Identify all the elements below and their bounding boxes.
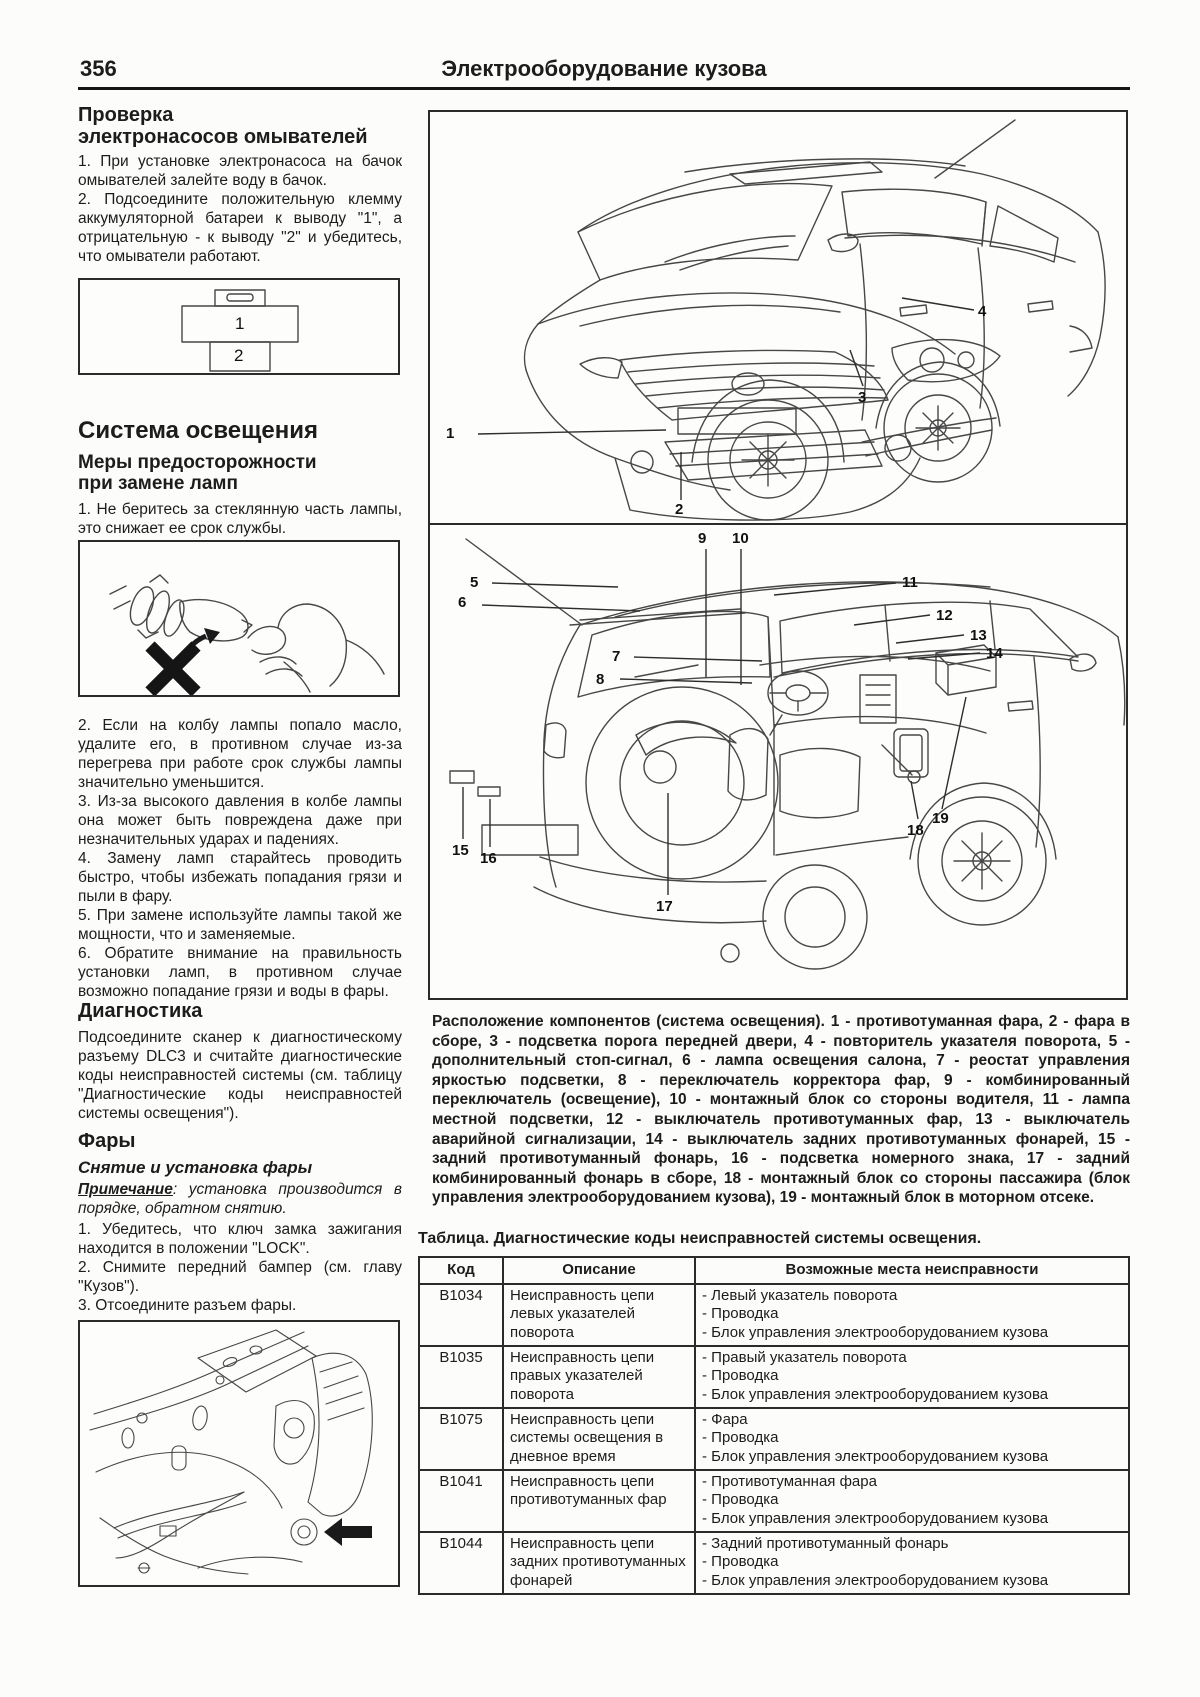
callout-label-3: 3 xyxy=(858,389,867,406)
headlight-removal-steps: 1. Убедитесь, что ключ замка зажигания н… xyxy=(78,1220,402,1315)
washer-section-text: 1. При установке электронасоса на бачок … xyxy=(78,152,402,266)
note-label: Примечание xyxy=(78,1181,173,1198)
car-rear-callout-leaders xyxy=(462,549,981,895)
column-header-description: Описание xyxy=(502,1256,696,1285)
page-title: Электрооборудование кузова xyxy=(441,56,767,81)
column-header-locations: Возможные места неисправности xyxy=(694,1256,1130,1285)
headlights-title: Фары xyxy=(78,1130,136,1152)
codes-table-title: Таблица. Диагностические коды неисправно… xyxy=(418,1230,982,1247)
description-cell: Неисправность цепи правых указателей пов… xyxy=(502,1344,696,1409)
callout-label-6: 6 xyxy=(458,594,467,611)
description-cell: Неисправность цепи системы освещения в д… xyxy=(502,1406,696,1471)
connector-pin1-label: 1 xyxy=(235,314,245,333)
callout-label-1: 1 xyxy=(446,425,455,442)
headlight-step-1: 1. Убедитесь, что ключ замка зажигания н… xyxy=(78,1221,402,1257)
table-row: B1035 Неисправность цепи правых указател… xyxy=(418,1344,1130,1409)
note-text: : установка производится в порядке, обра… xyxy=(78,1181,402,1217)
table-row: B1075 Неисправность цепи системы освещен… xyxy=(418,1406,1130,1471)
car-front-callout-leaders xyxy=(477,297,975,500)
lamp-precaution-step-4: 4. Замену ламп старайтесь проводить быст… xyxy=(78,850,402,905)
code-cell: B1044 xyxy=(418,1530,504,1595)
washer-section-title: Проверка электронасосов омывателей xyxy=(78,104,368,148)
callout-label-10: 10 xyxy=(732,530,749,547)
car-rear-figure: 5 6 7 8 9 10 11 12 13 14 15 16 17 18 19 xyxy=(428,525,1128,1000)
table-row: B1034 Неисправность цепи левых указателе… xyxy=(418,1282,1130,1347)
code-cell: B1034 xyxy=(418,1282,504,1347)
header-rule xyxy=(78,87,1130,90)
car-front-outline xyxy=(523,119,1106,521)
callout-label-11: 11 xyxy=(902,574,918,591)
code-cell: B1075 xyxy=(418,1406,504,1471)
lamp-precaution-step-3: 3. Из-за высокого давления в колбе лампы… xyxy=(78,793,402,848)
diagnostics-text: Подсоедините сканер к диагностическому р… xyxy=(78,1029,402,1122)
locations-cell: - Фара - Проводка - Блок управления элек… xyxy=(694,1406,1130,1471)
callout-label-2: 2 xyxy=(675,501,684,518)
headlight-removal-illustration xyxy=(89,1329,373,1575)
callout-label-5: 5 xyxy=(470,574,479,591)
callout-label-7: 7 xyxy=(612,648,621,665)
callout-label-9: 9 xyxy=(698,530,707,547)
table-header-row: Код Описание Возможные места неисправнос… xyxy=(418,1256,1130,1285)
headlight-removal-subtitle: Снятие и установка фары xyxy=(78,1158,313,1177)
locations-cell: - Правый указатель поворота - Проводка -… xyxy=(694,1344,1130,1409)
callout-label-17: 17 xyxy=(656,898,673,915)
washer-connector-figure: 1 2 xyxy=(78,278,400,375)
headlight-step-2: 2. Снимите передний бампер (см. главу "К… xyxy=(78,1259,402,1295)
table-row: B1044 Неисправность цепи задних противот… xyxy=(418,1530,1130,1595)
callout-label-15: 15 xyxy=(452,842,469,859)
lamp-precaution-step-2: 2. Если на колбу лампы попало масло, уда… xyxy=(78,717,402,791)
page-number: 356 xyxy=(80,56,117,81)
lighting-section-title: Система освещения xyxy=(78,417,318,444)
locations-cell: - Задний противотуманный фонарь - Провод… xyxy=(694,1530,1130,1595)
callout-label-18: 18 xyxy=(907,822,924,839)
car-rear-outline xyxy=(449,538,1126,970)
car-rear-illustration xyxy=(449,538,1126,970)
callout-label-8: 8 xyxy=(596,671,605,688)
bulb-handling-illustration xyxy=(109,574,385,695)
car-front-figure: 1 2 3 4 xyxy=(428,110,1128,525)
washer-connector-diagram xyxy=(181,289,299,372)
lamp-precaution-step-5: 5. При замене используйте лампы такой же… xyxy=(78,907,402,943)
headlight-step-3: 3. Отсоедините разъем фары. xyxy=(78,1297,297,1314)
callout-label-4: 4 xyxy=(978,303,987,320)
description-cell: Неисправность цепи левых указателей пово… xyxy=(502,1282,696,1347)
bolt-arrow xyxy=(324,1518,372,1546)
description-cell: Неисправность цепи задних противотуманны… xyxy=(502,1530,696,1595)
callout-label-19: 19 xyxy=(932,810,949,827)
lamp-precautions-title: Меры предосторожности при замене ламп xyxy=(78,452,317,494)
code-cell: B1041 xyxy=(418,1468,504,1533)
callout-label-13: 13 xyxy=(970,627,987,644)
locations-cell: - Левый указатель поворота - Проводка - … xyxy=(694,1282,1130,1347)
lamp-precaution-step-6: 6. Обратите внимание на правильность уст… xyxy=(78,945,402,1000)
headlight-note: Примечание: установка производится в пор… xyxy=(78,1180,402,1218)
diagnostics-title: Диагностика xyxy=(78,1000,203,1022)
lamp-precaution-step-1: 1. Не беритесь за стеклянную часть лампы… xyxy=(78,501,402,537)
connector-pin2-label: 2 xyxy=(234,346,244,365)
locations-cell: - Противотуманная фара - Проводка - Блок… xyxy=(694,1468,1130,1533)
diagnostic-codes-table: Код Описание Возможные места неисправнос… xyxy=(418,1256,1130,1595)
x-mark xyxy=(145,641,201,695)
washer-step-2: 2. Подсоедините положительную клемму акк… xyxy=(78,191,402,265)
bulb-handling-figure xyxy=(78,540,400,697)
column-header-code: Код xyxy=(418,1256,504,1285)
description-cell: Неисправность цепи противотуманных фар xyxy=(502,1468,696,1533)
lamp-precautions-text: 2. Если на колбу лампы попало масло, уда… xyxy=(78,716,402,1001)
headlight-removal-figure xyxy=(78,1320,400,1587)
car-front-illustration xyxy=(477,119,1106,521)
callout-label-14: 14 xyxy=(986,645,1003,662)
code-cell: B1035 xyxy=(418,1344,504,1409)
callout-label-12: 12 xyxy=(936,607,953,624)
callout-label-16: 16 xyxy=(480,850,497,867)
table-row: B1041 Неисправность цепи противотуманных… xyxy=(418,1468,1130,1533)
washer-step-1: 1. При установке электронасоса на бачок … xyxy=(78,153,402,189)
figure-caption: Расположение компонентов (система освеще… xyxy=(432,1013,1130,1207)
